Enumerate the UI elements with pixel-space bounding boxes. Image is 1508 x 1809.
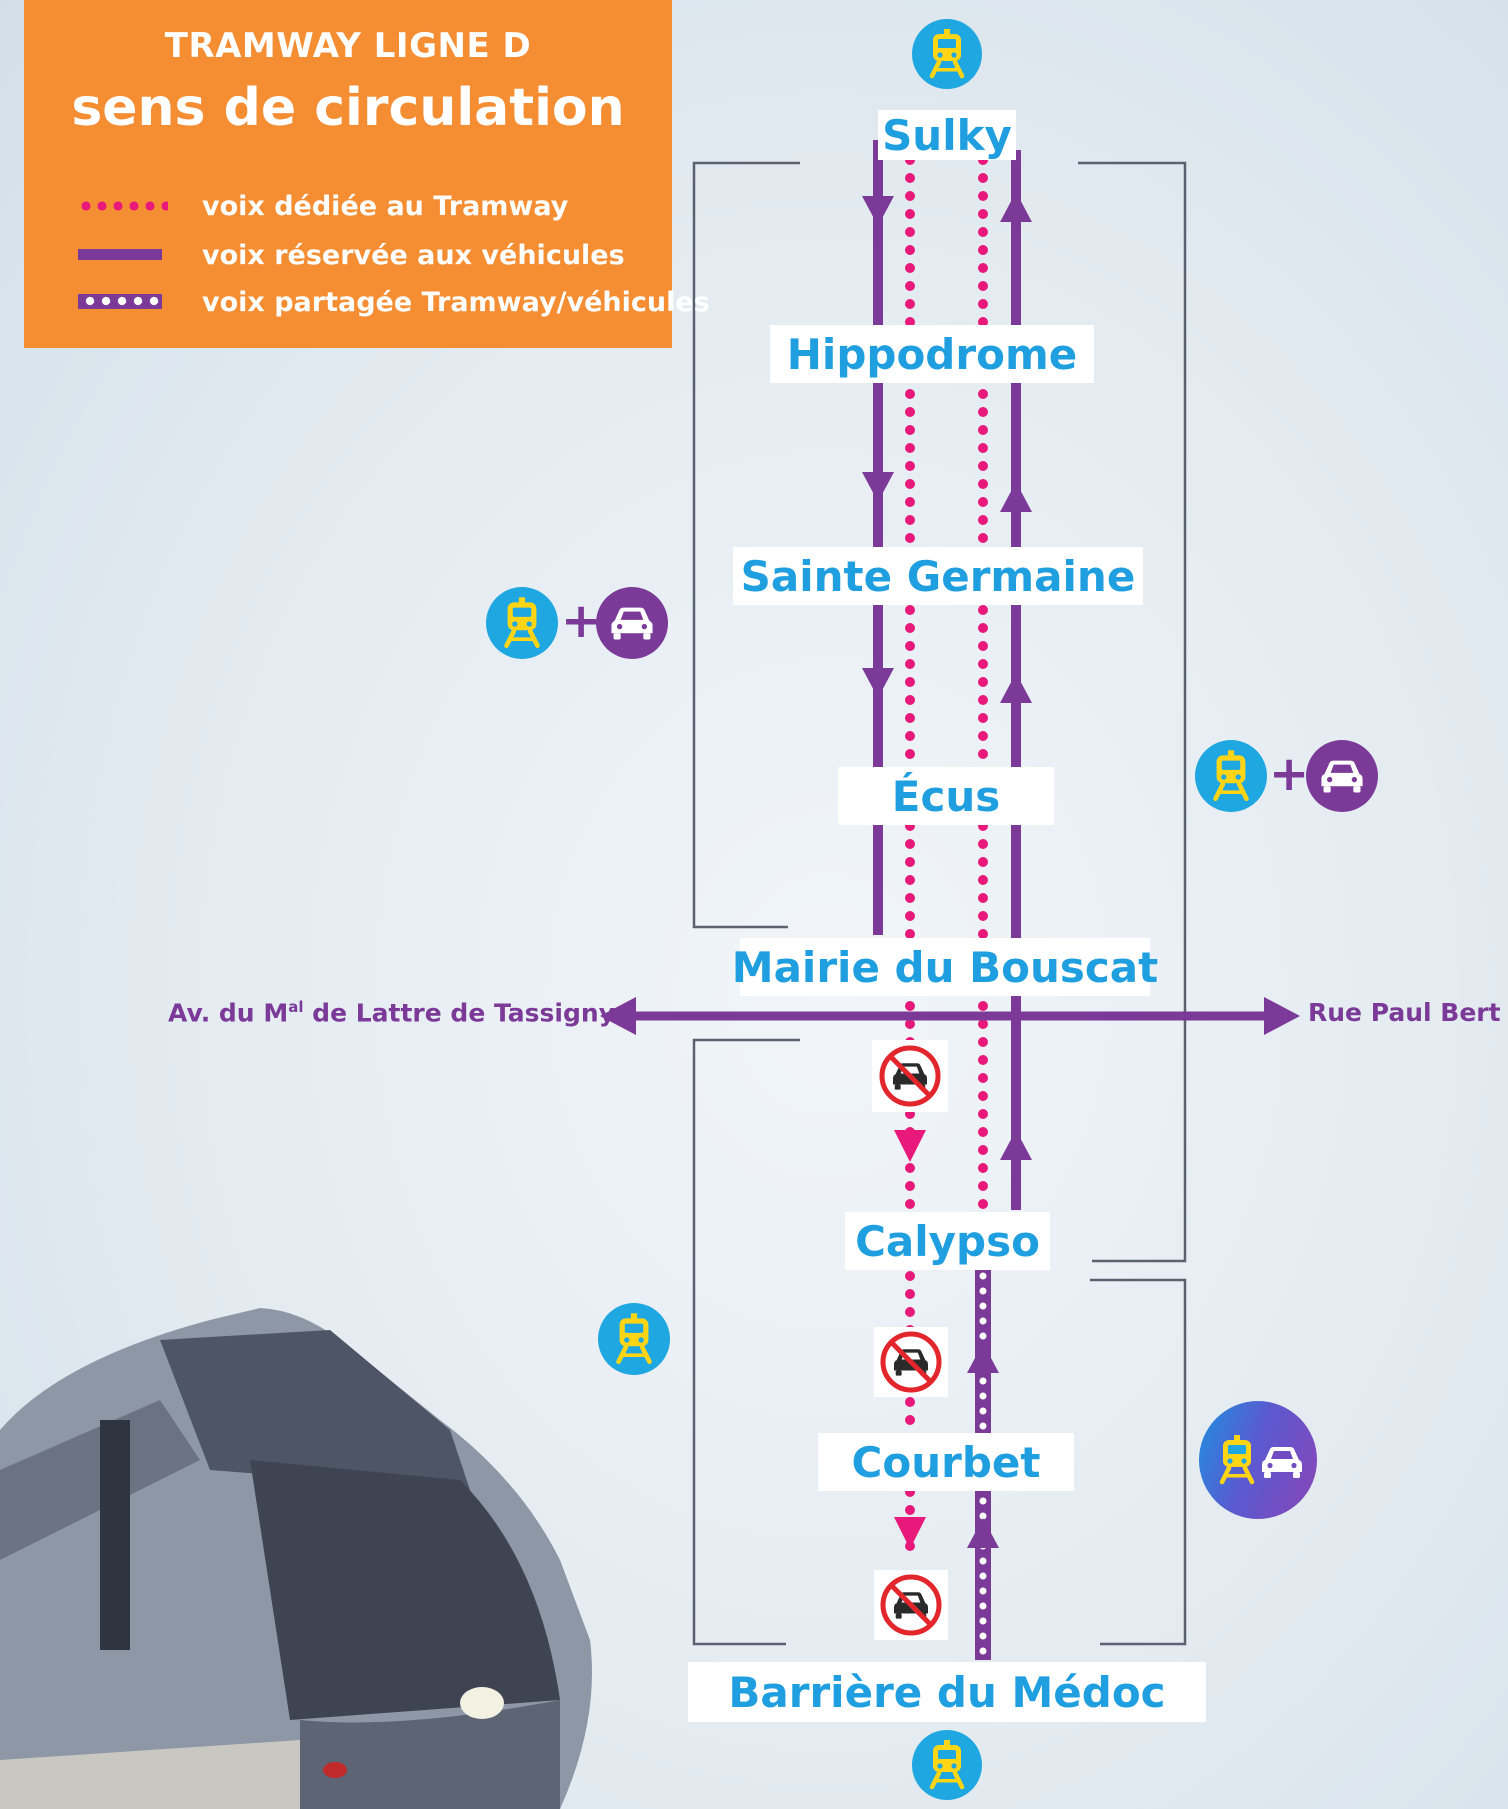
legend-item-vehicle-lane: voix réservée aux véhicules <box>78 235 625 275</box>
legend-label: voix réservée aux véhicules <box>202 239 625 271</box>
road-label-left: Av. du Mal de Lattre de Tassigny <box>168 998 615 1027</box>
plus-icon: + <box>1269 746 1310 802</box>
tram-icon <box>598 1303 670 1375</box>
arrows-tram-down <box>894 1130 926 1549</box>
tram-photo <box>0 1308 592 1809</box>
station-sainte-germaine: Sainte Germaine <box>733 547 1143 605</box>
car-icon <box>1306 740 1378 812</box>
cross-street <box>600 997 1300 1035</box>
car-icon <box>596 587 668 659</box>
no-car-icon <box>872 1040 948 1112</box>
legend-label: voix dédiée au Tramway <box>202 190 569 222</box>
shared-lane-swatch <box>78 289 184 315</box>
no-car-icon <box>874 1570 948 1640</box>
tram-and-car-icon <box>1199 1401 1317 1519</box>
bracket-right-bottom <box>1090 1278 1187 1646</box>
tram-icon <box>486 587 558 659</box>
legend-box: TRAMWAY LIGNE D sens de circulation voix… <box>24 0 710 348</box>
station-courbet: Courbet <box>818 1433 1074 1491</box>
no-car-icon <box>874 1327 948 1397</box>
legend-subtitle: sens de circulation <box>71 78 625 138</box>
legend-item-shared-lane: voix partagée Tramway/véhicules <box>78 282 710 322</box>
station-ecus: Écus <box>838 767 1054 825</box>
tram-icon <box>912 1730 982 1800</box>
station-mairie-du-bouscat: Mairie du Bouscat <box>732 938 1158 996</box>
road-label-left-sup: al <box>288 998 304 1016</box>
bracket-left-bottom <box>692 1038 800 1646</box>
road-label-left-prefix: Av. du M <box>168 998 289 1028</box>
road-label-right: Rue Paul Bert <box>1308 998 1501 1027</box>
road-label-left-suffix: de Lattre de Tassigny <box>303 998 615 1028</box>
arrows-down <box>862 196 894 698</box>
station-calypso: Calypso <box>845 1212 1050 1270</box>
station-barriere-du-medoc: Barrière du Médoc <box>688 1662 1206 1722</box>
arrows-up <box>967 192 1032 1548</box>
station-hippodrome: Hippodrome <box>770 325 1094 383</box>
tram-icon <box>1195 740 1267 812</box>
vehicle-lane-swatch <box>78 242 184 268</box>
tram-lane-swatch <box>78 193 184 219</box>
station-sulky: Sulky <box>878 110 1016 160</box>
plus-icon: + <box>561 593 602 649</box>
legend-label: voix partagée Tramway/véhicules <box>202 286 710 318</box>
legend-title: TRAMWAY LIGNE D <box>164 26 532 66</box>
bracket-right-top <box>1078 161 1187 1263</box>
legend-item-tram-lane: voix dédiée au Tramway <box>78 186 568 226</box>
tram-icon <box>912 19 982 89</box>
bracket-left-top <box>692 161 800 929</box>
